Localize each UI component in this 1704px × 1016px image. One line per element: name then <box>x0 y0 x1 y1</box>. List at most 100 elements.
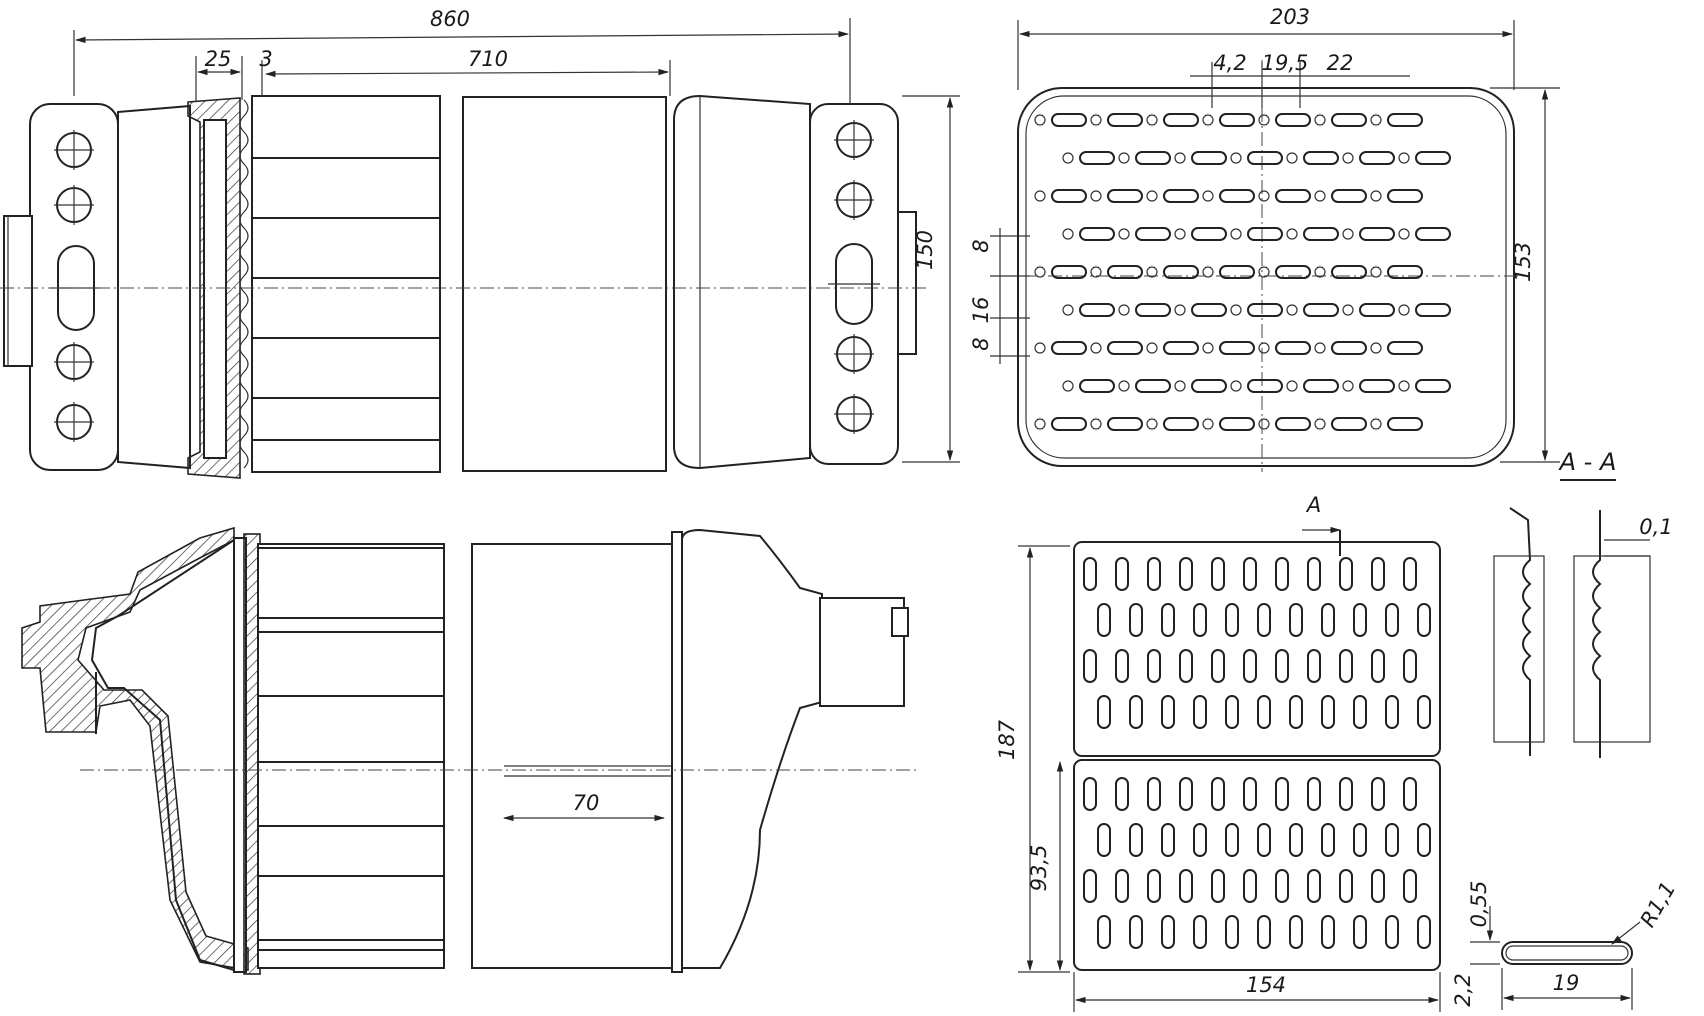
hole <box>1342 228 1354 240</box>
hole <box>1314 342 1326 354</box>
plate-slot <box>1211 649 1225 683</box>
plate-slot <box>1147 777 1161 811</box>
slot <box>1247 227 1283 241</box>
hole <box>1118 228 1130 240</box>
slot <box>1303 151 1339 165</box>
slot <box>1415 379 1451 393</box>
hole <box>1146 418 1158 430</box>
plate-slot <box>1385 603 1399 637</box>
plate-slot <box>1129 695 1143 729</box>
hole <box>1118 304 1130 316</box>
plate-slot <box>1243 869 1257 903</box>
plate-slot <box>1193 603 1207 637</box>
hole <box>1034 190 1046 202</box>
plate-slot <box>1353 603 1367 637</box>
hole <box>1258 190 1270 202</box>
plate-slot <box>1129 915 1143 949</box>
slot <box>1191 379 1227 393</box>
hole <box>1230 380 1242 392</box>
hole <box>1202 114 1214 126</box>
plate-slot <box>1257 915 1271 949</box>
slot <box>1387 417 1423 431</box>
plate-slot <box>1321 915 1335 949</box>
slot <box>1107 113 1143 127</box>
plate-slot <box>1417 603 1431 637</box>
plate-slot <box>1243 557 1257 591</box>
plate-slot <box>1225 695 1239 729</box>
dim-pitch-a: 4,2 <box>1213 51 1246 75</box>
plate-slot <box>1307 649 1321 683</box>
dim-inner-length: 70 <box>573 791 600 815</box>
outlet-pipe <box>819 597 905 707</box>
slot <box>1079 379 1115 393</box>
left-block-holes <box>50 130 100 442</box>
plate-slot <box>1097 915 1111 949</box>
hole <box>1342 152 1354 164</box>
slot <box>1079 151 1115 165</box>
slot <box>1359 379 1395 393</box>
slot <box>1275 417 1311 431</box>
inlet-housing <box>21 526 249 971</box>
plate-slot <box>1243 649 1257 683</box>
hole <box>1314 266 1326 278</box>
plate-slot <box>1257 823 1271 857</box>
slot <box>1079 303 1115 317</box>
slot <box>1107 265 1143 279</box>
hole <box>1314 190 1326 202</box>
hole <box>1370 342 1382 354</box>
slot <box>1191 227 1227 241</box>
plate-slot <box>1097 603 1111 637</box>
plate-slot <box>1147 557 1161 591</box>
plate-slot <box>1307 869 1321 903</box>
hole <box>1146 190 1158 202</box>
hole <box>1034 266 1046 278</box>
plate-slot <box>1321 603 1335 637</box>
dim-half-height: 93,5 <box>1027 845 1051 892</box>
slot <box>1163 265 1199 279</box>
plate-slot <box>1225 603 1239 637</box>
core-tubes <box>252 157 440 441</box>
slot <box>1219 113 1255 127</box>
hole <box>1202 342 1214 354</box>
slot <box>1219 265 1255 279</box>
slot <box>1135 379 1171 393</box>
plate-slot <box>1321 695 1335 729</box>
slot <box>1303 227 1339 241</box>
dim-tube-radius: R1,1 <box>1636 878 1681 932</box>
hole <box>1286 380 1298 392</box>
slot <box>1415 303 1451 317</box>
slot <box>1415 151 1451 165</box>
hole <box>1230 304 1242 316</box>
plate-slot <box>1211 557 1225 591</box>
plate-slot <box>1371 777 1385 811</box>
plate-slot <box>1161 603 1175 637</box>
profile-detail: 0,1 <box>1493 507 1673 758</box>
plate-slot <box>1385 823 1399 857</box>
plate-slot <box>1385 695 1399 729</box>
hole <box>1370 114 1382 126</box>
slot <box>1247 303 1283 317</box>
plate-slot <box>1257 695 1271 729</box>
hole <box>1286 304 1298 316</box>
plate-slot <box>1371 557 1385 591</box>
dim-pitch-b: 19,5 <box>1262 51 1309 75</box>
plate-slots <box>1083 557 1431 949</box>
slot <box>1163 417 1199 431</box>
dim-tube-height: 2,2 <box>1451 973 1475 1006</box>
slot <box>1331 265 1367 279</box>
hole <box>1370 266 1382 278</box>
slot <box>1331 113 1367 127</box>
plate-slot <box>1147 649 1161 683</box>
slot <box>1359 227 1395 241</box>
plate-lower-half <box>1073 759 1441 971</box>
bottom-tube-bank <box>257 543 445 969</box>
slot <box>1163 113 1199 127</box>
plate-slot <box>1353 823 1367 857</box>
plate-slot <box>1179 649 1193 683</box>
plate-slot <box>1275 649 1289 683</box>
slot <box>1387 113 1423 127</box>
hole <box>1062 380 1074 392</box>
hole <box>1370 418 1382 430</box>
plate-slot <box>1243 777 1257 811</box>
plate-slot <box>1385 915 1399 949</box>
